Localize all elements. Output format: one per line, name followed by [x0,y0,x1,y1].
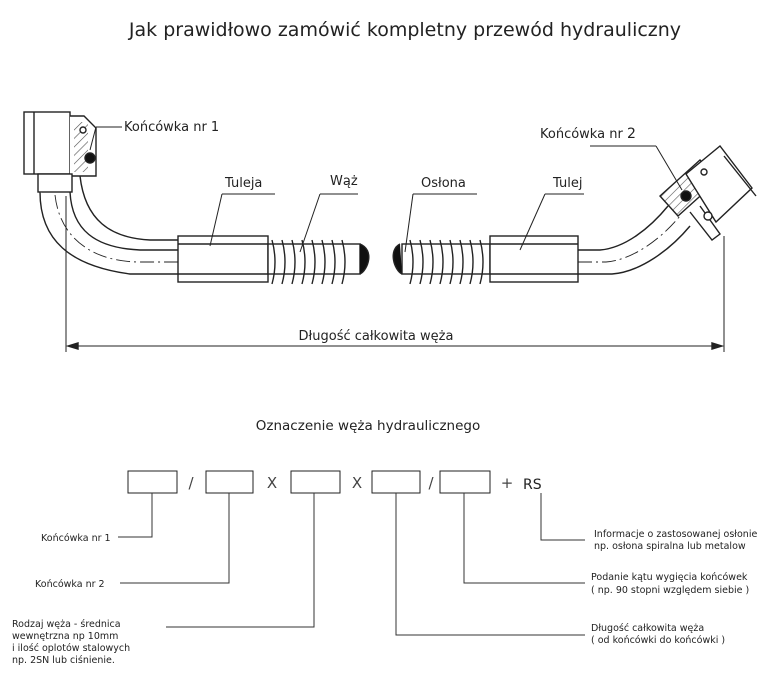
right-fitting [659,144,757,241]
page-title: Jak prawidłowo zamówić kompletny przewód… [128,19,681,41]
separator-x-2: X [352,474,362,492]
hose-assembly [23,111,757,352]
label-hose-type-4: np. 2SN lub ciśnienie. [12,655,115,666]
label-cover-info-1: Informacje o zastosowanej osłonie [594,529,757,540]
box-hose-type [290,470,341,494]
box-total-length [371,470,421,494]
separator-plus: + [501,474,514,492]
end2-label: Końcówka nr 2 [540,126,636,142]
label-bend-angle-1: Podanie kątu wygięcia końcówek [591,572,748,583]
label-total-length-1: Długość całkowita węża [591,623,704,634]
label-end1: Końcówka nr 1 [41,533,111,544]
total-length-label: Długość całkowita węża [299,329,454,344]
box-end2 [205,470,254,494]
hose-label: Wąż [330,174,358,189]
label-hose-type-3: i ilość oplotów stalowych [12,643,130,654]
end1-label: Końcówka nr 1 [124,120,219,135]
box-bend-angle [439,470,491,494]
designation-boxes [127,470,491,494]
left-fitting [23,111,97,193]
sleeve-left-label: Tuleja [224,176,262,191]
left-spiral-guard [267,239,361,285]
label-hose-type-1: Rodzaj węża - średnica [12,619,121,630]
separator-slash-2: / [428,474,434,492]
left-sleeve [177,235,269,283]
designation-leaders [118,493,585,636]
label-cover-info-2: np. osłona spiralna lub metalow [594,541,746,552]
right-sleeve [489,235,579,283]
designation-title: Oznaczenie węża hydraulicznego [256,418,480,434]
sleeve-right-label: Tulej [552,176,582,191]
designation-separators: / X X / + RS [188,474,541,493]
box-end1 [127,470,178,494]
designation-right-labels: Informacje o zastosowanej osłonie np. os… [591,529,757,646]
right-spiral-guard [401,239,491,285]
suffix-rs: RS [523,477,542,493]
label-total-length-2: ( od końcówki do końcówki ) [591,635,725,646]
cover-label: Osłona [421,176,466,191]
label-hose-type-2: wewnętrzna np 10mm [12,631,118,642]
separator-slash-1: / [188,474,194,492]
separator-x-1: X [267,474,277,492]
label-end2: Końcówka nr 2 [35,579,105,590]
designation-left-labels: Końcówka nr 1 Końcówka nr 2 Rodzaj węża … [12,533,130,666]
label-bend-angle-2: ( np. 90 stopni względem siebie ) [591,585,749,596]
hose-labels: Końcówka nr 1 Końcówka nr 2 Tuleja Wąż O… [89,120,683,344]
